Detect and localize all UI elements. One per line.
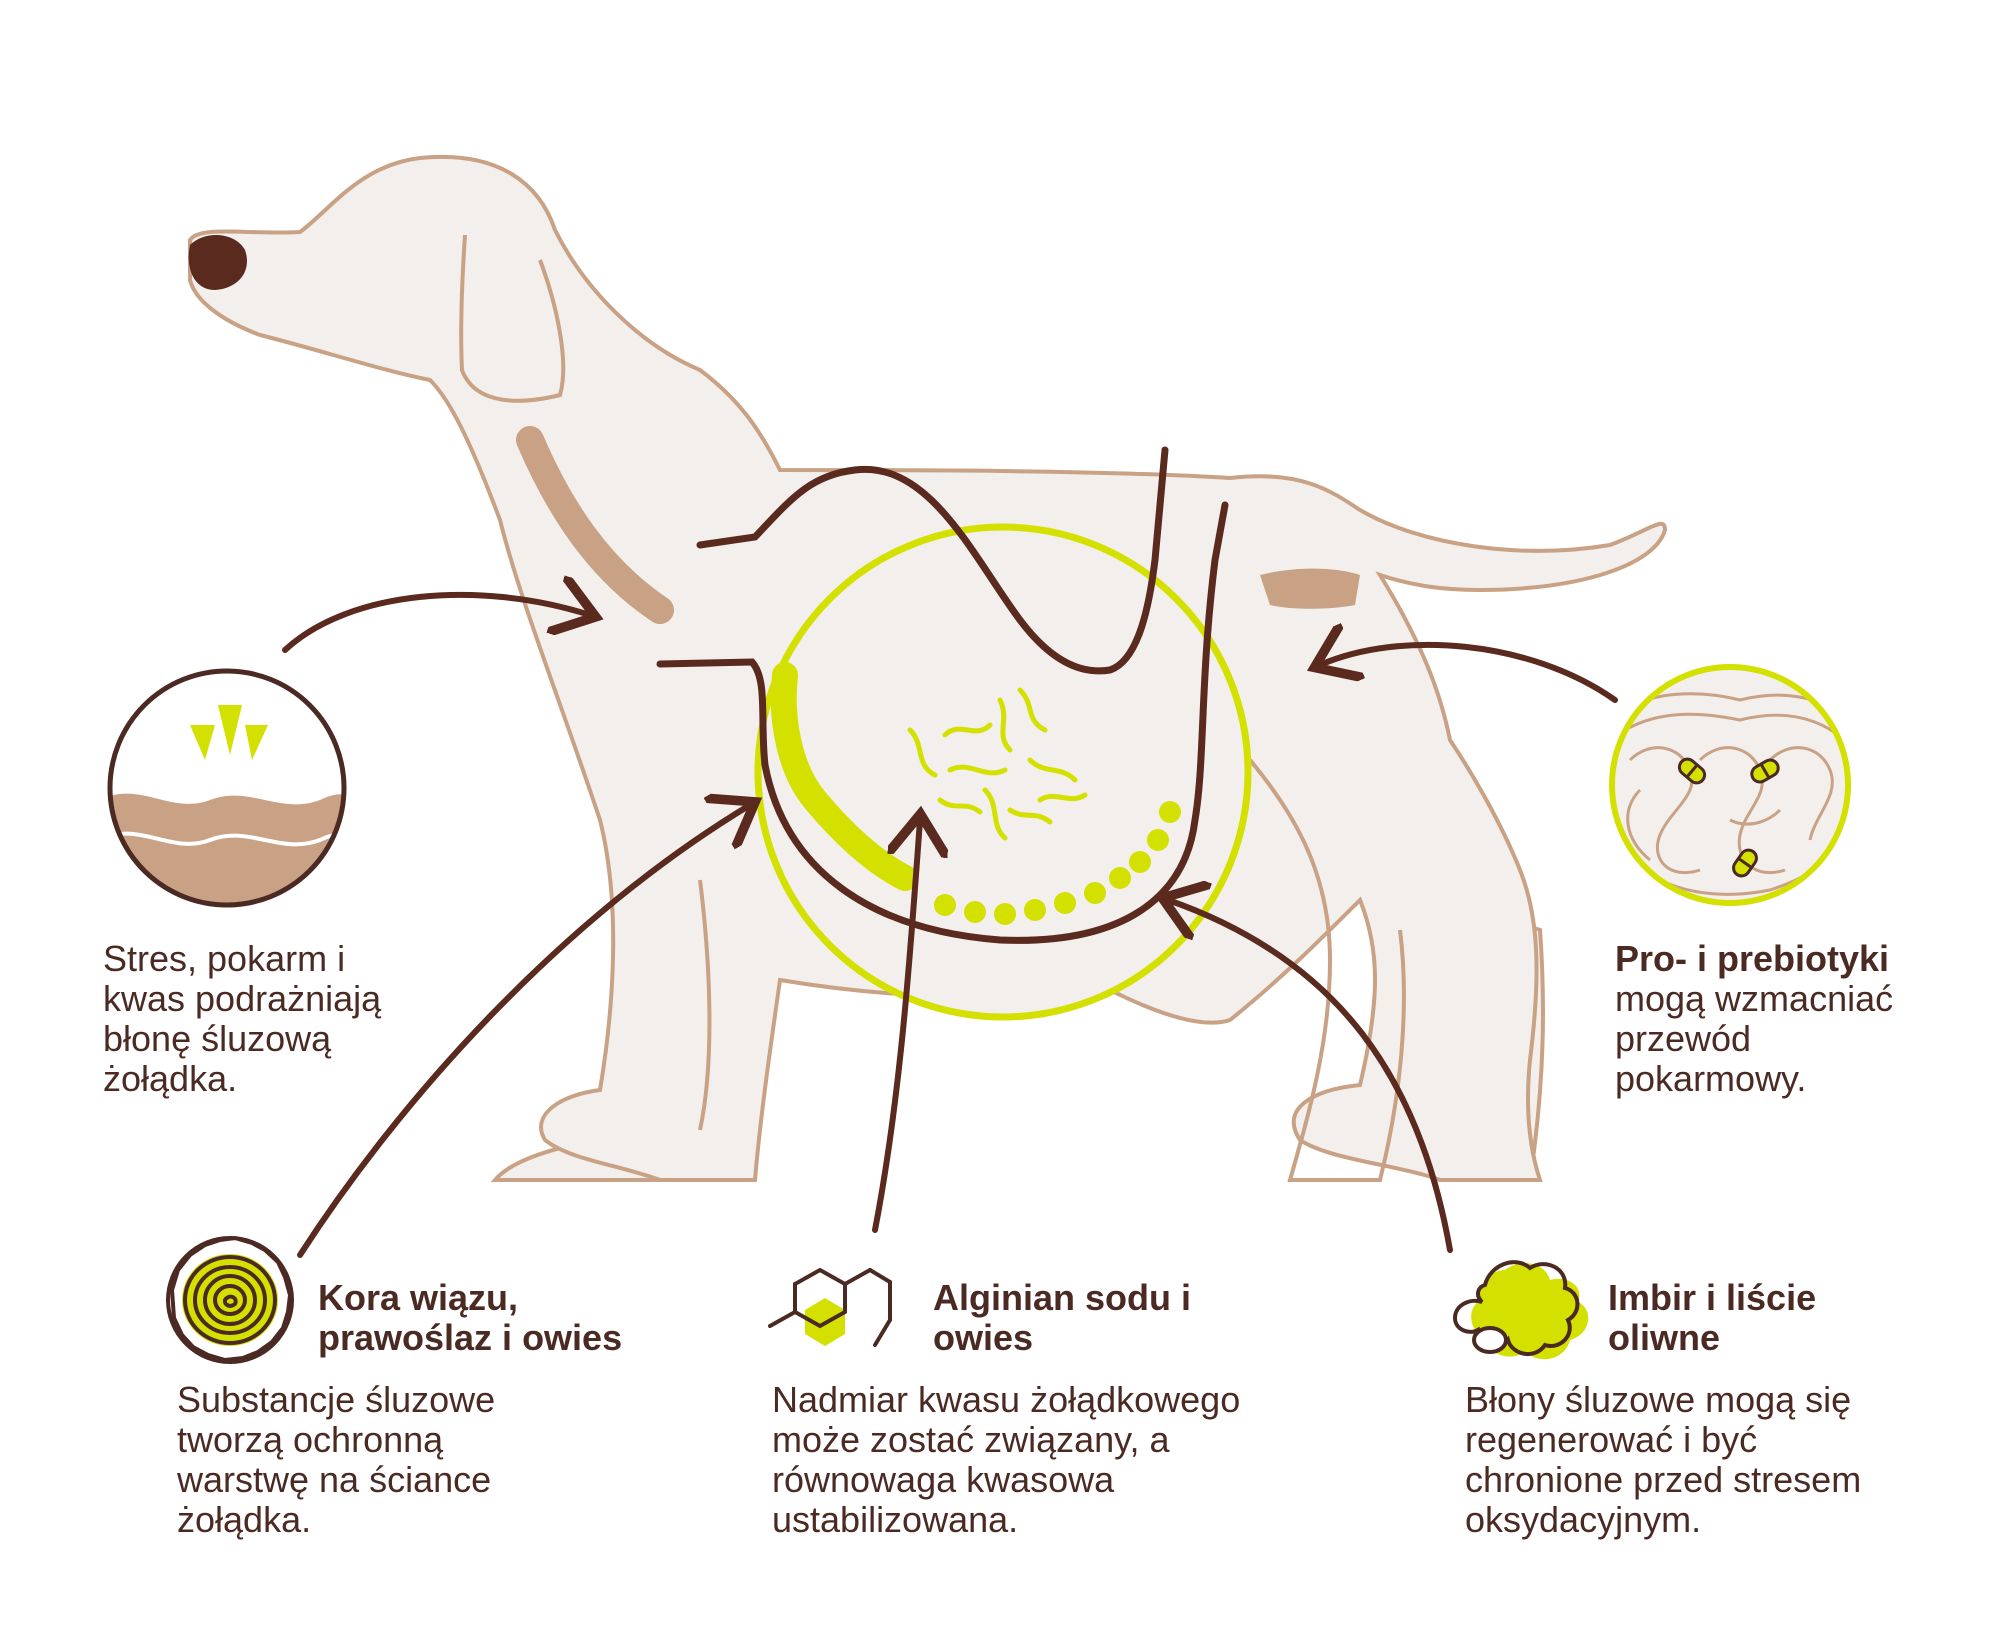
ginger-callout-title: Imbir i liście oliwne (1608, 1278, 1938, 1358)
irritated-mucosa-icon (107, 668, 347, 908)
elm-line: żołądka. (177, 1499, 312, 1540)
ginger-title-line: Imbir i liście (1608, 1277, 1817, 1318)
alginate-title-line: Alginian sodu i (933, 1277, 1191, 1318)
intestine-probiotics-icon (1609, 664, 1851, 906)
right-callout-line: pokarmowy. (1615, 1058, 1807, 1099)
arrow-ginger (1168, 900, 1453, 1253)
elm-title-line: Kora wiązu, (318, 1277, 519, 1318)
arrows (282, 595, 1618, 1258)
elm-title-line: prawoślaz i owies (318, 1317, 623, 1358)
left-callout-line: błonę śluzową (103, 1018, 332, 1059)
mucus-dots (934, 801, 1181, 925)
ginger-line: chronione przed stresem (1465, 1459, 1862, 1500)
right-callout-line: mogą wzmacniać (1615, 978, 1894, 1019)
left-callout-line: Stres, pokarm i (103, 938, 346, 979)
dog-ear (459, 234, 566, 403)
stomach-zoom (656, 446, 1252, 1021)
elm-line: warstwę na ściance (177, 1459, 492, 1500)
dog-collar (516, 426, 674, 624)
alginate-callout-text: Nadmiar kwasu żołądkowego może zostać zw… (772, 1380, 1332, 1540)
alginate-line: równowaga kwasowa (772, 1459, 1115, 1500)
bacteria-squiggles (907, 687, 1088, 841)
molecule-icon (768, 1267, 892, 1347)
alginate-line: ustabilizowana. (772, 1499, 1019, 1540)
stomach-outline (656, 501, 1229, 944)
right-callout-line: przewód (1615, 1018, 1752, 1059)
dog-tail-band (1260, 568, 1360, 609)
elm-line: Substancje śluzowe (177, 1379, 496, 1420)
dog-front-leg-near (698, 879, 712, 1131)
arrow-elm (297, 805, 750, 1258)
arrow-alginate (872, 820, 920, 1233)
elm-callout-text: Substancje śluzowe tworzą ochronną warst… (177, 1380, 617, 1540)
ginger-title-line: oliwne (1608, 1317, 1721, 1358)
alginate-callout-title: Alginian sodu i owies (933, 1278, 1263, 1358)
arrow-probiotics (1320, 645, 1618, 703)
tree-bark-icon (166, 1235, 294, 1364)
alginate-line: może zostać związany, a (772, 1419, 1170, 1460)
left-callout-line: żołądka. (103, 1058, 238, 1099)
left-callout-line: kwas podrażniają (103, 978, 382, 1019)
mucus-layer (770, 662, 918, 891)
ginger-line: oksydacyjnym. (1465, 1499, 1702, 1540)
elm-line: tworzą ochronną (177, 1419, 444, 1460)
probiotic-capsules (1677, 757, 1780, 878)
arrow-stress (282, 595, 590, 653)
right-callout-text: Pro- i prebiotyki mogą wzmacniać przewód… (1615, 939, 1985, 1099)
ginger-line: Błony śluzowe mogą się (1465, 1379, 1852, 1420)
ginger-callout-text: Błony śluzowe mogą się regenerować i być… (1465, 1380, 1985, 1540)
ginger-root-icon (1452, 1260, 1589, 1360)
dog-back-leg-near (1248, 758, 1406, 1182)
ginger-line: regenerować i być (1465, 1419, 1758, 1460)
alginate-title-line: owies (933, 1317, 1034, 1358)
left-callout-text: Stres, pokarm i kwas podrażniają błonę ś… (103, 939, 463, 1099)
elm-callout-title: Kora wiązu, prawoślaz i owies (318, 1278, 718, 1358)
right-callout-title: Pro- i prebiotyki (1615, 938, 1890, 979)
dog-nose (188, 234, 247, 290)
stomach-inner-outline (696, 446, 1169, 675)
alginate-line: Nadmiar kwasu żołądkowego (772, 1379, 1241, 1420)
